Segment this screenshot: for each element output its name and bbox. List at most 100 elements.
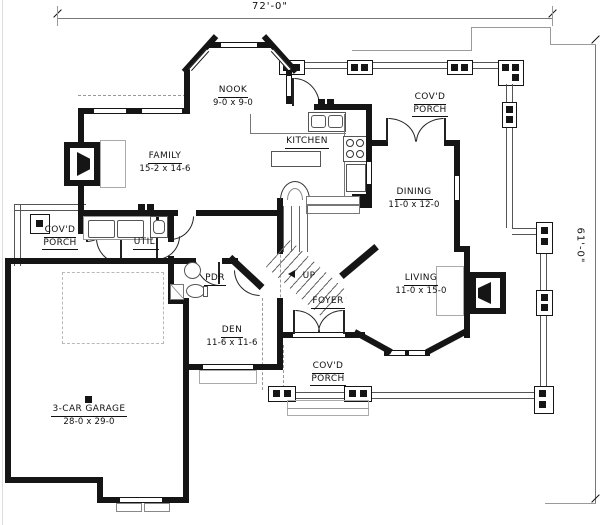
- room-dims: 9-0 x 9-0: [212, 97, 253, 108]
- wall: [314, 104, 372, 110]
- room-label-dining: DINING 11-0 x 12-0: [378, 187, 450, 211]
- roof-line: [471, 27, 551, 28]
- stairs-up-label: UP: [296, 271, 322, 283]
- column-square: [351, 64, 358, 71]
- column-square: [361, 64, 368, 71]
- porch-column: [536, 290, 553, 316]
- door-leaf: [444, 118, 446, 142]
- wall: [78, 108, 190, 114]
- porch-rail: [292, 62, 504, 69]
- window: [286, 76, 292, 96]
- column-square: [541, 238, 548, 245]
- wall: [277, 298, 283, 370]
- column-square: [273, 390, 280, 397]
- wall-diagonal: [425, 329, 467, 355]
- window: [203, 364, 253, 370]
- room-dims: 11-0 x 15-0: [395, 285, 447, 296]
- window: [94, 108, 126, 114]
- column-square: [512, 74, 519, 81]
- width-dimension-label: 72'-0": [251, 1, 289, 12]
- burner: [356, 150, 364, 158]
- door-arc: [388, 118, 416, 142]
- porch-rail: [283, 392, 545, 399]
- wall: [196, 210, 283, 216]
- room-name: DEN: [220, 325, 244, 338]
- sink-basin: [328, 115, 343, 128]
- window-marker: [327, 99, 334, 106]
- door-arc: [234, 270, 260, 296]
- room-dims: 11-6 x 11-6: [206, 337, 258, 348]
- column-square: [506, 116, 513, 123]
- door-arc: [295, 310, 320, 333]
- dimension-line-top: [57, 18, 553, 19]
- wall: [5, 258, 174, 264]
- door-leaf: [120, 238, 122, 264]
- up-arrow: [288, 270, 295, 278]
- closet-shelf: [306, 196, 360, 205]
- wall: [5, 258, 11, 483]
- sheet-edge-line: [2, 0, 3, 525]
- window: [221, 42, 257, 48]
- porch-rail: [512, 228, 544, 235]
- porch-label-line2: PORCH: [42, 238, 78, 251]
- porch-rail: [14, 204, 21, 266]
- window: [120, 497, 162, 503]
- porch-label-line2: PORCH: [310, 374, 346, 387]
- powder-sink: [184, 262, 201, 279]
- window: [454, 176, 460, 200]
- column-square: [349, 390, 356, 397]
- sink-basin: [311, 115, 326, 128]
- column-square: [451, 64, 458, 71]
- wall: [97, 477, 103, 503]
- wall: [464, 248, 470, 338]
- roof-line: [352, 50, 472, 51]
- porch-label-line1: COV'D: [413, 92, 447, 105]
- room-label-kitchen: KITCHEN: [274, 136, 340, 149]
- hearth: [100, 140, 126, 188]
- room-name: FAMILY: [147, 151, 183, 164]
- wall: [168, 216, 174, 242]
- room-label-powder: PDR: [198, 273, 232, 286]
- room-name: NOOK: [217, 85, 249, 98]
- wall: [352, 194, 372, 200]
- dimension-tick: [591, 35, 600, 44]
- window: [142, 108, 182, 114]
- burner: [346, 139, 354, 147]
- room-label-foyer: FOYER: [302, 296, 354, 309]
- extension-line: [550, 44, 596, 45]
- porch-column: [347, 60, 373, 75]
- room-name: 3-CAR GARAGE: [51, 404, 127, 417]
- room-label-den: DEN 11-6 x 11-6: [198, 325, 266, 349]
- room-name: UTIL.: [132, 237, 160, 250]
- extension-line: [552, 6, 553, 26]
- door-arc: [416, 118, 444, 142]
- wall: [183, 298, 189, 370]
- door-leaf: [386, 118, 388, 142]
- wall-post: [85, 396, 92, 403]
- window: [389, 350, 405, 356]
- window: [409, 350, 425, 356]
- room-label-living: LIVING 11-0 x 15-0: [384, 273, 458, 297]
- room-label-garage: 3-CAR GARAGE 28-0 x 29-0: [46, 404, 132, 428]
- column-square: [284, 390, 291, 397]
- door-leaf: [343, 310, 345, 334]
- extension-line: [545, 503, 596, 504]
- roof-dashed-line: [78, 95, 186, 96]
- room-label-family: FAMILY 15-2 x 14-6: [128, 151, 202, 175]
- door-leaf: [293, 310, 295, 334]
- room-name: DINING: [395, 187, 433, 200]
- wall: [78, 210, 178, 216]
- room-label-nook: NOOK 9-0 x 9-0: [200, 85, 266, 109]
- closet-shelf: [306, 205, 360, 214]
- room-label-porch-top: COV'D PORCH: [400, 92, 460, 118]
- burner: [356, 139, 364, 147]
- dryer: [117, 220, 144, 238]
- porch-step-line: [287, 408, 369, 409]
- counter-line: [250, 114, 251, 134]
- porch-rail: [540, 254, 547, 394]
- garage-step: [144, 503, 170, 512]
- wall: [345, 332, 365, 338]
- column-square: [541, 294, 548, 301]
- porch-step: [199, 370, 257, 384]
